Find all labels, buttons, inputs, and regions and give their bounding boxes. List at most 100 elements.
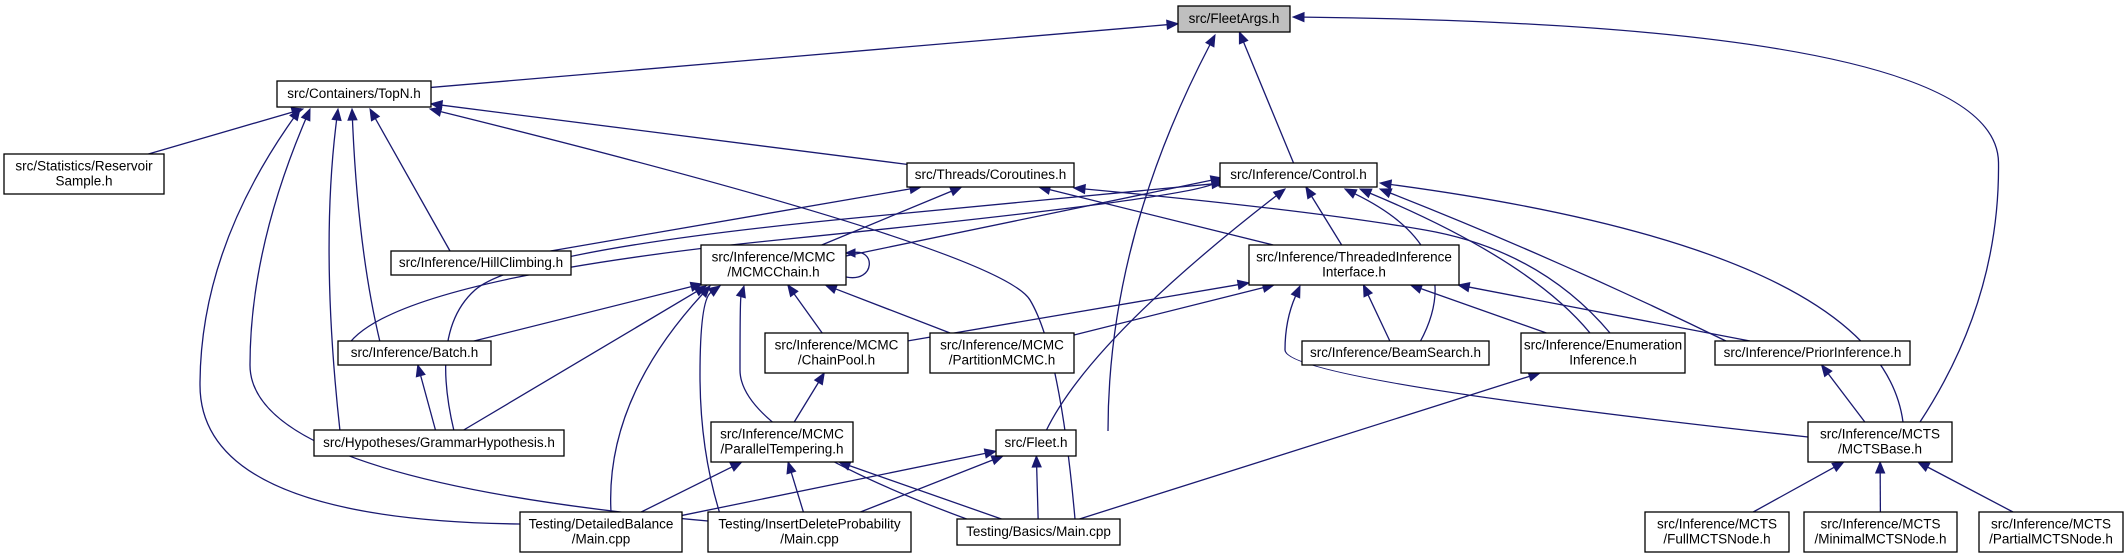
edge-basics-to-topn	[428, 106, 1076, 520]
node-label: src/Inference/ThreadedInference	[1256, 250, 1452, 265]
node-label: Testing/InsertDeleteProbability	[718, 517, 901, 532]
node-priorinf[interactable]: src/Inference/PriorInference.h	[1714, 340, 1911, 366]
node-box	[519, 511, 683, 553]
edge-topn-to-fleetargs	[430, 19, 1180, 89]
node-label: src/FleetArgs.h	[1189, 11, 1280, 26]
node-label: /FullMCTSNode.h	[1663, 532, 1770, 547]
node-threadedinf[interactable]: src/Inference/ThreadedInferenceInterface…	[1248, 244, 1460, 286]
node-box	[700, 244, 847, 286]
arrowhead	[1072, 183, 1086, 195]
node-partialmcts[interactable]: src/Inference/MCTS/PartialMCTSNode.h	[1978, 511, 2124, 553]
edge-minimalmcts-to-mctsbase	[1874, 460, 1886, 513]
node-box	[1807, 421, 1953, 463]
edge-enumeration-to-coroutines	[1072, 183, 1611, 334]
arrowhead	[1290, 284, 1301, 299]
node-box	[1644, 511, 1790, 553]
arrowhead	[1831, 461, 1845, 473]
node-insertdelete[interactable]: Testing/InsertDeleteProbability/Main.cpp	[707, 511, 912, 553]
node-fullmcts[interactable]: src/Inference/MCTS/FullMCTSNode.h	[1644, 511, 1790, 553]
node-label: src/Inference/PriorInference.h	[1724, 345, 1902, 360]
edge-priorinf-to-control	[1378, 188, 1729, 343]
arrowhead	[1211, 178, 1225, 190]
node-coroutines[interactable]: src/Threads/Coroutines.h	[906, 162, 1075, 188]
node-label: src/Threads/Coroutines.h	[915, 167, 1067, 182]
node-fleet[interactable]: src/Fleet.h	[995, 429, 1077, 457]
node-label: src/Inference/MCTS	[1991, 517, 2111, 532]
arrowhead	[347, 107, 358, 121]
edge-priorinf-to-threadedinf	[1456, 282, 1751, 342]
node-box	[906, 162, 1075, 188]
node-label: src/Hypotheses/GrammarHypothesis.h	[323, 435, 555, 450]
arrowhead	[1378, 179, 1393, 190]
edge-mctsbase-to-threadedinf	[1284, 284, 1809, 438]
node-label: Interface.h	[1322, 265, 1386, 280]
node-partitionmcmc[interactable]: src/Inference/MCMC/PartitionMCMC.h	[929, 332, 1075, 374]
node-label: /ChainPool.h	[798, 353, 875, 368]
node-control[interactable]: src/Inference/Control.h	[1219, 162, 1378, 188]
arrowhead	[1358, 188, 1373, 199]
node-box	[710, 421, 854, 463]
edge-fleet-to-control	[1045, 188, 1287, 432]
edge-basics-to-mcmcchain	[735, 284, 1001, 532]
edge-fleet-to-fleetargs	[1107, 33, 1216, 432]
arrowhead	[1362, 283, 1374, 298]
node-label: src/Inference/MCMC	[720, 427, 844, 442]
node-batch[interactable]: src/Inference/Batch.h	[337, 340, 492, 366]
node-minimalmcts[interactable]: src/Inference/MCTS/MinimalMCTSNode.h	[1803, 511, 1958, 553]
arrowhead	[1456, 282, 1471, 293]
arrowhead	[1874, 460, 1886, 474]
node-hillclimbing[interactable]: src/Inference/HillClimbing.h	[390, 250, 572, 276]
edge-hillclimbing-to-coroutines	[550, 183, 923, 252]
arrowhead	[1378, 188, 1393, 199]
edge-fullmcts-to-mctsbase	[1752, 461, 1845, 513]
edges-layer	[144, 11, 2014, 532]
edge-insertdelete-to-paralleltemp	[786, 460, 805, 513]
node-box	[764, 332, 909, 374]
edge-batch-to-topn	[347, 107, 381, 343]
edge-enumeration-to-control	[1358, 188, 1591, 334]
node-detailedbalance[interactable]: Testing/DetailedBalance/Main.cpp	[519, 511, 683, 553]
node-box	[1301, 340, 1490, 366]
node-mcmcchain[interactable]: src/Inference/MCMC/MCMCChain.h	[700, 244, 847, 286]
edge-partitionmcmc-to-threadedinf	[1073, 282, 1276, 336]
node-basics[interactable]: Testing/Basics/Main.cpp	[956, 518, 1121, 546]
node-label: /Main.cpp	[572, 532, 631, 547]
arrowhead	[990, 455, 1005, 466]
arrowhead	[729, 461, 743, 472]
node-label: src/Inference/MCTS	[1657, 517, 1777, 532]
node-fleetargs[interactable]: src/FleetArgs.h	[1177, 5, 1291, 33]
edge-coroutines-to-topn	[429, 100, 908, 166]
node-label: src/Containers/TopN.h	[287, 86, 421, 101]
node-beamsearch[interactable]: src/Inference/BeamSearch.h	[1301, 340, 1490, 366]
node-box	[313, 429, 565, 457]
edge-detailedbalance-to-topn	[199, 107, 521, 525]
edge-insertdelete-to-fleet	[860, 455, 1005, 513]
edge-mcmcchain-to-mcmcchain	[844, 248, 870, 279]
node-paralleltemp[interactable]: src/Inference/MCMC/ParallelTempering.h	[710, 421, 854, 463]
node-grammarhyp[interactable]: src/Hypotheses/GrammarHypothesis.h	[313, 429, 565, 457]
node-box	[929, 332, 1075, 374]
edge-grammarhyp-to-batch	[415, 363, 437, 431]
node-box	[1177, 5, 1291, 33]
node-box	[390, 250, 572, 276]
arrowhead	[1343, 188, 1358, 199]
arrowhead	[1291, 11, 1305, 23]
arrowhead	[1238, 30, 1249, 45]
arrowhead	[813, 371, 825, 386]
node-mctsbase[interactable]: src/Inference/MCTS/MCTSBase.h	[1807, 421, 1953, 463]
arrowhead	[948, 186, 963, 197]
node-box	[1803, 511, 1958, 553]
node-label: src/Inference/Enumeration	[1524, 338, 1682, 353]
edge-enumeration-to-threadedinf	[1409, 283, 1547, 334]
edge-beamsearch-to-threadedinf	[1362, 283, 1391, 342]
arrowhead	[289, 107, 301, 122]
edge-chainpool-to-mcmcchain	[787, 283, 823, 334]
arrowhead	[415, 363, 426, 378]
node-label: Sample.h	[55, 174, 112, 189]
node-box	[1520, 332, 1686, 374]
node-chainpool[interactable]: src/Inference/MCMC/ChainPool.h	[764, 332, 909, 374]
node-topn[interactable]: src/Containers/TopN.h	[276, 80, 432, 108]
edge-mctsbase-to-control	[1378, 179, 1904, 423]
